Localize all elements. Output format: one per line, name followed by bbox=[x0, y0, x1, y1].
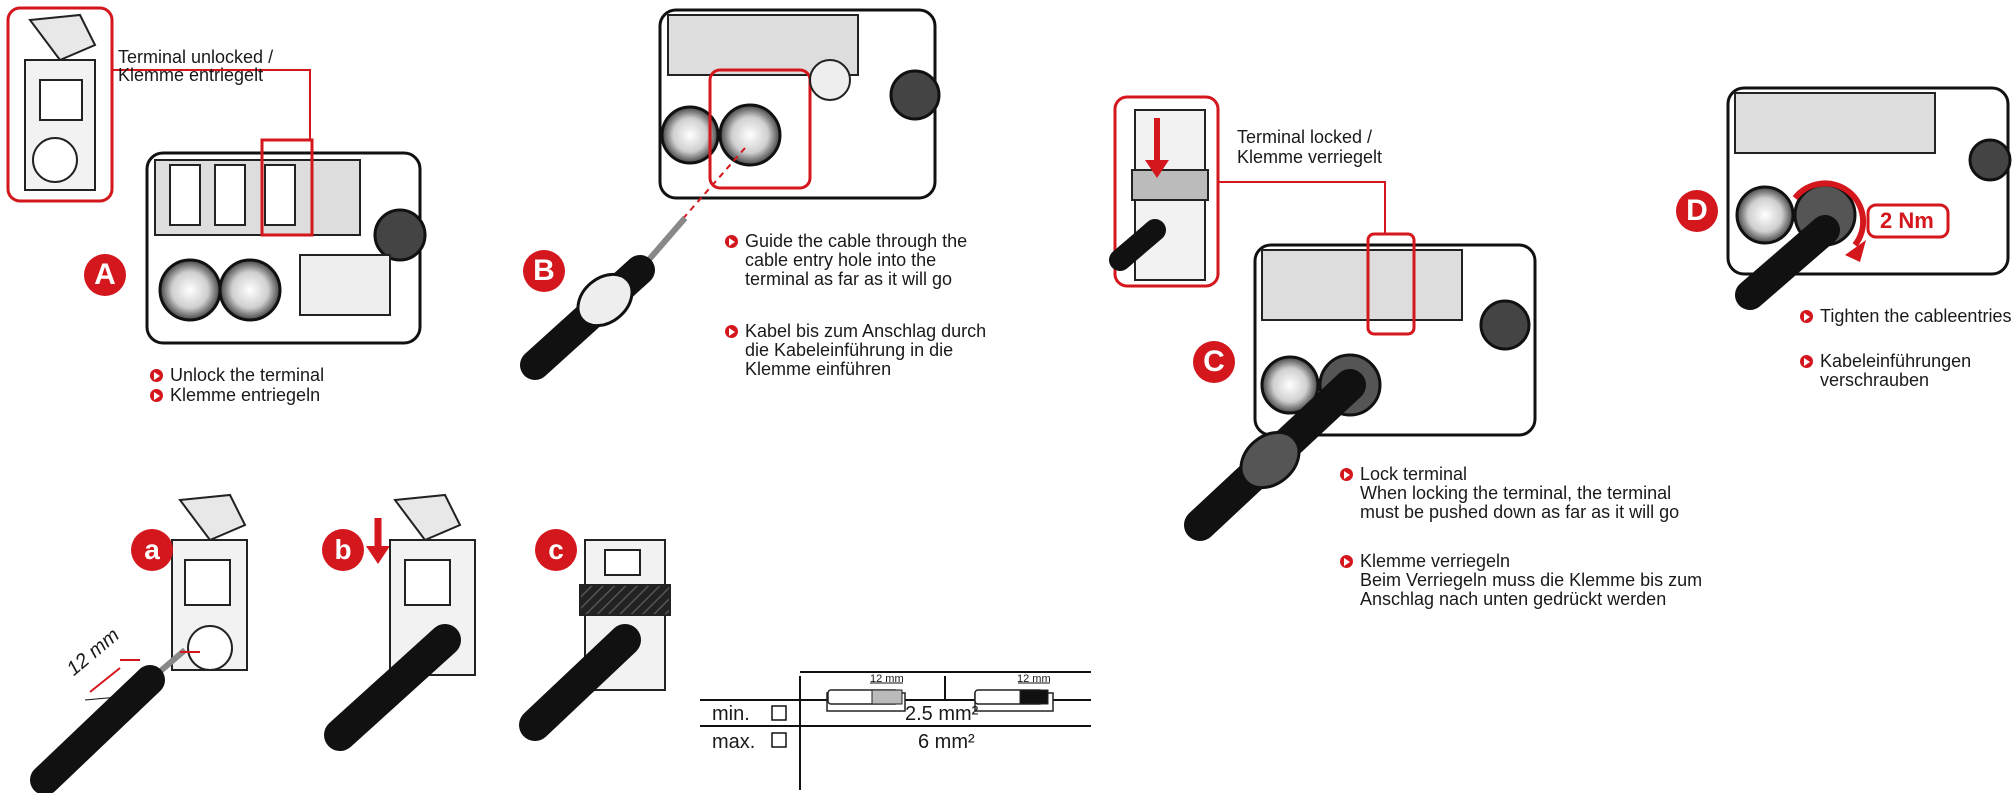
spec-strip-wire-left bbox=[827, 682, 903, 705]
bullet-arrow-icon bbox=[725, 235, 738, 248]
step-b-cable bbox=[520, 216, 688, 380]
spec-row-max-value: 6 mm² bbox=[918, 731, 975, 753]
step-a-badge: A bbox=[84, 254, 126, 296]
step-b-insert-guide bbox=[679, 147, 746, 223]
spec-row-max-label: max. bbox=[712, 731, 756, 753]
step-b-junction-box bbox=[658, 8, 941, 200]
step-d-junction-box bbox=[1726, 86, 2012, 310]
substep-c-illustration bbox=[519, 539, 671, 741]
step-a-callout-line2: Klemme entriegelt bbox=[118, 65, 264, 85]
step-a-callout-line bbox=[112, 69, 311, 140]
substep-b-illustration bbox=[324, 493, 476, 751]
substep-b-badge: b bbox=[322, 529, 364, 571]
bullet-arrow-icon bbox=[150, 389, 163, 402]
step-c-detail-terminal bbox=[1109, 95, 1220, 288]
bullet-arrow-icon bbox=[1340, 468, 1353, 481]
step-c-callout-line bbox=[1218, 181, 1386, 235]
step-d-bullet-1: Tighten the cableentries bbox=[1800, 307, 2011, 326]
bullet-arrow-icon bbox=[725, 325, 738, 338]
substep-a-badge: a bbox=[131, 529, 173, 571]
spec-row-min-value: 2.5 mm² bbox=[905, 703, 979, 725]
step-c-callout-line1: Terminal locked / bbox=[1237, 127, 1373, 147]
bullet-arrow-icon bbox=[150, 369, 163, 382]
substep-a-illustration bbox=[30, 493, 248, 793]
bullet-arrow-icon bbox=[1340, 555, 1353, 568]
step-c-badge: C bbox=[1193, 341, 1235, 383]
step-c-junction-box bbox=[1253, 232, 1537, 437]
step-a-bullet-1: Unlock the terminal bbox=[150, 366, 324, 385]
spec-strip-wire-right bbox=[974, 682, 1050, 705]
step-a-callout-line1: Terminal unlocked / bbox=[118, 47, 274, 67]
spec-strip-label-left: 12 mm bbox=[870, 673, 904, 685]
min-checkbox bbox=[771, 705, 787, 721]
step-c-callout-line2: Klemme verriegelt bbox=[1237, 147, 1383, 167]
step-a-bullet-2: Klemme entriegeln bbox=[150, 386, 320, 405]
step-b-badge: B bbox=[523, 250, 565, 292]
spec-strip-label-right: 12 mm bbox=[1017, 673, 1051, 685]
step-a-junction-box bbox=[145, 138, 427, 345]
spec-row-min-label: min. bbox=[712, 703, 750, 725]
torque-label-frame bbox=[1866, 203, 1950, 239]
substep-c-badge: c bbox=[535, 529, 577, 571]
step-a-detail-terminal bbox=[6, 6, 114, 203]
bullet-arrow-icon bbox=[1800, 355, 1813, 368]
torque-label: 2 Nm bbox=[1880, 208, 1934, 233]
step-d-badge: D bbox=[1676, 190, 1718, 232]
bullet-arrow-icon bbox=[1800, 310, 1813, 323]
step-c-cable bbox=[1184, 369, 1366, 541]
max-checkbox bbox=[771, 732, 787, 748]
